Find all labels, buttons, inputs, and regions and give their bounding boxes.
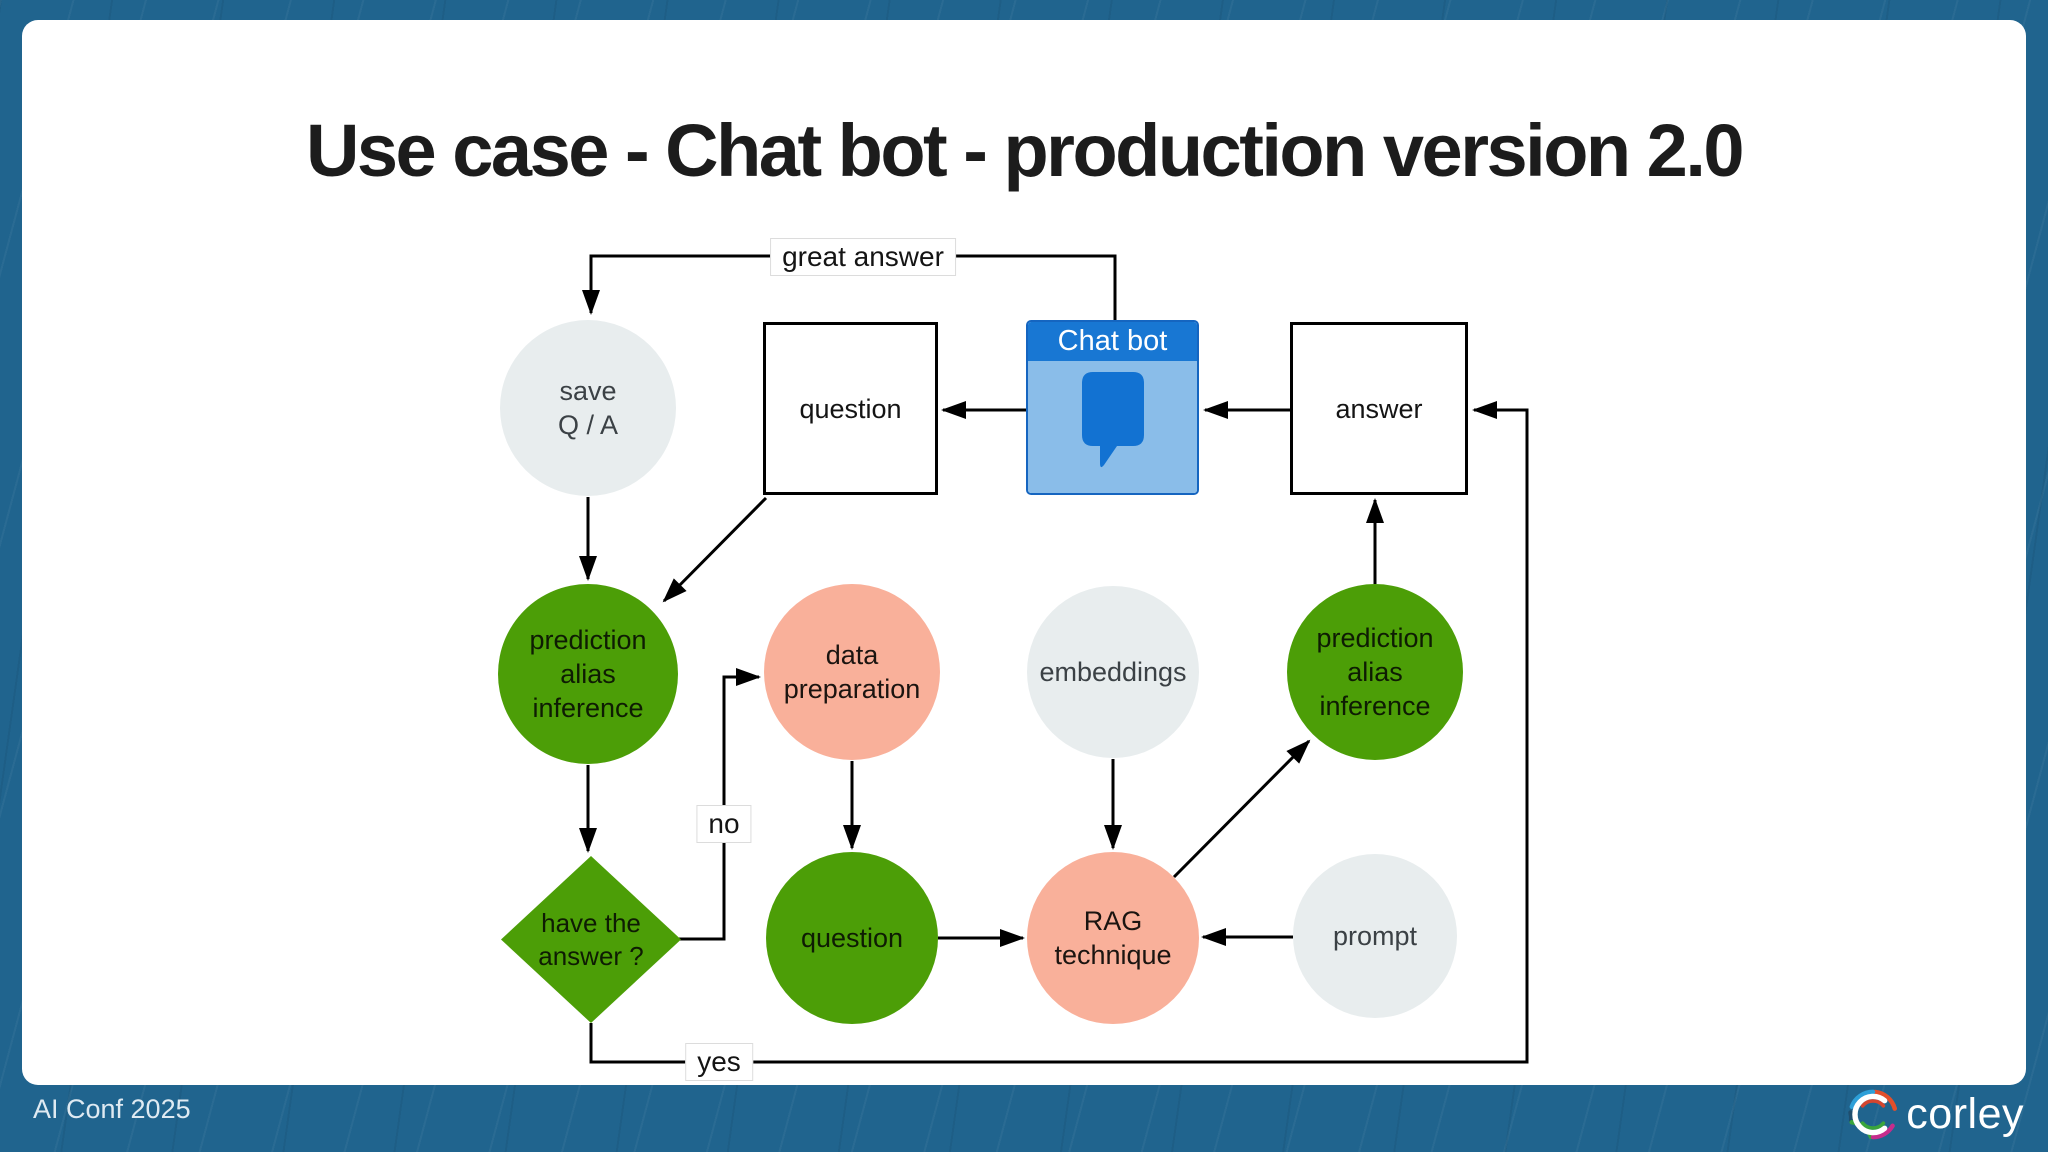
chatbot-header: Chat bot — [1028, 322, 1197, 361]
node-prediction-left-line2: alias — [560, 659, 616, 689]
node-rag-technique-line1: RAG — [1083, 906, 1143, 936]
node-save-qa: save Q / A — [500, 320, 676, 496]
node-embeddings-label: embeddings — [1039, 657, 1187, 687]
brand-name: corley — [1906, 1089, 2024, 1138]
node-answer-box-label: answer — [1335, 393, 1423, 424]
node-save-qa-line2: Q / A — [557, 410, 619, 440]
corley-c-icon — [1848, 1089, 1898, 1139]
node-embeddings: embeddings — [1027, 586, 1199, 758]
connector-question-to-prediction-left — [662, 496, 768, 603]
slide-canvas — [22, 20, 2026, 1085]
node-question-box: question — [763, 322, 938, 495]
footer-conference-label: AI Conf 2025 — [33, 1094, 191, 1124]
node-save-qa-line1: save — [559, 376, 617, 406]
slide-title: Use case - Chat bot - production version… — [305, 109, 1745, 192]
node-prediction-right: prediction alias inference — [1287, 584, 1463, 760]
node-prediction-left-line3: inference — [532, 693, 644, 723]
edge-label-no: no — [696, 805, 752, 843]
chatbot-body — [1028, 361, 1197, 493]
node-rag-technique-line2: technique — [1054, 940, 1172, 970]
edge-label-great-answer: great answer — [770, 238, 956, 276]
node-prediction-right-line3: inference — [1319, 691, 1431, 721]
brand-logo: corley — [1845, 1084, 2024, 1144]
connector-yes-loop-to-answer — [589, 401, 1529, 1064]
chat-bubble-icon — [1081, 372, 1144, 468]
node-rag-technique: RAG technique — [1027, 852, 1199, 1024]
node-prompt-label: prompt — [1332, 921, 1418, 951]
node-chatbot: Chat bot — [1026, 320, 1199, 495]
connector-rag-to-prediction-right — [1172, 739, 1311, 879]
node-question-box-label: question — [799, 393, 902, 424]
node-prediction-right-line1: prediction — [1316, 623, 1434, 653]
node-prediction-left-line1: prediction — [529, 625, 647, 655]
edge-label-yes: yes — [685, 1043, 753, 1081]
node-prediction-right-line2: alias — [1347, 657, 1403, 687]
node-question-circle: question — [766, 852, 938, 1024]
node-data-preparation: data preparation — [764, 584, 940, 760]
node-answer-box: answer — [1290, 322, 1468, 495]
node-prompt: prompt — [1293, 854, 1457, 1018]
node-have-the-answer-line2: answer ? — [538, 940, 644, 971]
node-question-circle-label: question — [800, 923, 904, 953]
node-data-preparation-line1: data — [825, 640, 879, 670]
node-data-preparation-line2: preparation — [783, 674, 921, 704]
node-prediction-left: prediction alias inference — [498, 584, 678, 764]
node-have-the-answer-line1: have the — [541, 907, 641, 938]
